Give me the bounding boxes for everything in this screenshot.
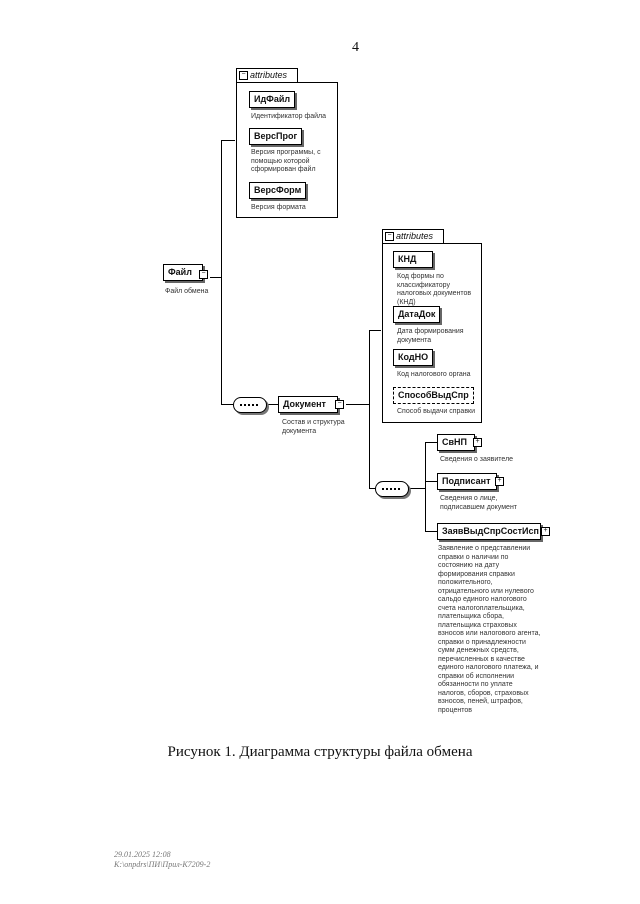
expand-icon[interactable]: − — [335, 400, 344, 409]
connector-seq-doc — [266, 404, 278, 405]
root-attributes-tab[interactable]: −attributes — [236, 68, 298, 82]
child-podpisant-desc: Сведения о лице, подписавшем документ — [440, 495, 518, 511]
attr-sposobvydspr[interactable]: СпособВыдСпр — [393, 387, 474, 404]
connector-to-doc-attrs — [369, 330, 381, 331]
attr-versform-desc: Версия формата — [251, 204, 306, 211]
connector-doc-vertical — [369, 330, 370, 488]
page-number: 4 — [352, 40, 359, 55]
child-podpisant[interactable]: Подписант — [437, 473, 497, 490]
sequence-icon — [233, 397, 267, 413]
connector-doc-trunk — [346, 404, 370, 405]
connector-root-vertical — [221, 140, 222, 404]
connector-child-1 — [425, 442, 437, 443]
attr-idfile-desc: Идентификатор файла — [251, 113, 327, 120]
attr-idfile[interactable]: ИдФайл — [249, 91, 296, 108]
connector-child-2 — [425, 481, 437, 482]
connector-to-seq — [221, 404, 233, 405]
stamp-date: 29.01.2025 12:08 — [114, 850, 171, 859]
connector-children-vertical — [425, 442, 426, 532]
stamp-path: К:\onpdrs\ПИ\Прил-К7209-2 — [114, 860, 211, 869]
expand-icon[interactable]: + — [473, 438, 482, 447]
connector-child-3 — [425, 531, 437, 532]
document-element-desc: Состав и структура документа — [282, 419, 345, 435]
root-element-desc: Файл обмена — [165, 288, 209, 295]
expand-icon[interactable]: + — [541, 527, 550, 536]
attr-kodno-desc: Код налогового органа — [397, 371, 471, 378]
doc-attributes-label: attributes — [396, 231, 434, 241]
attr-sposobvydspr-desc: Способ выдачи справки — [397, 408, 476, 415]
root-element[interactable]: Файл — [163, 264, 203, 281]
print-stamp: 29.01.2025 12:08 К:\onpdrs\ПИ\Прил-К7209… — [114, 850, 210, 870]
child-svnp[interactable]: СвНП — [437, 434, 475, 451]
expand-icon[interactable]: − — [199, 270, 208, 279]
connector-root-trunk — [210, 277, 222, 278]
collapse-icon[interactable]: − — [385, 232, 394, 242]
connector-seq2-out — [409, 488, 425, 489]
child-svnp-desc: Сведения о заявителе — [440, 456, 514, 463]
attr-kodno[interactable]: КодНО — [393, 349, 434, 366]
root-attributes-label: attributes — [250, 70, 288, 80]
doc-attributes-tab[interactable]: −attributes — [382, 229, 444, 243]
child-zayavvydsprsostisp[interactable]: ЗаявВыдСпрСостИсп — [437, 523, 541, 540]
attr-versform[interactable]: ВерсФорм — [249, 182, 307, 199]
document-element[interactable]: Документ — [278, 396, 338, 413]
doc-attributes-box: КНД Код формы по классификатору налоговы… — [382, 243, 482, 423]
attr-knd-desc: Код формы по классификатору налоговых до… — [397, 273, 472, 306]
attr-knd[interactable]: КНД — [393, 251, 433, 268]
collapse-icon[interactable]: − — [239, 71, 248, 81]
sequence-icon — [375, 481, 409, 497]
expand-icon[interactable]: + — [495, 477, 504, 486]
figure-caption: Рисунок 1. Диаграмма структуры файла обм… — [167, 744, 473, 760]
connector-to-seq2 — [369, 488, 375, 489]
attr-datadok[interactable]: ДатаДок — [393, 306, 441, 323]
root-attributes-box: ИдФайл Идентификатор файла ВерсПрог Верс… — [236, 82, 338, 218]
attr-datadok-desc: Дата формирования документа — [397, 328, 464, 344]
attr-versprog[interactable]: ВерсПрог — [249, 128, 303, 145]
connector-to-root-attrs — [221, 140, 235, 141]
attr-versprog-desc: Версия программы, с помощью которой сфор… — [251, 149, 321, 173]
child-zayavvydsprsostisp-desc: Заявление о представлении справки о нали… — [438, 545, 541, 714]
